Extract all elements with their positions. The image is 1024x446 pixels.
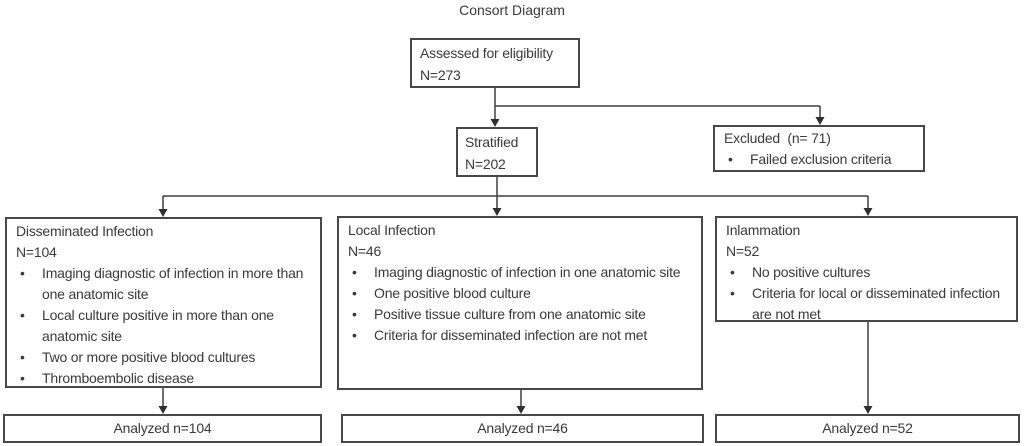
analyzed-disseminated-label: Analyzed n=104 <box>113 420 212 436</box>
analyzed-local-box: Analyzed n=46 <box>341 414 704 443</box>
bullet-icon: • <box>20 370 25 386</box>
bullet-icon: • <box>20 349 25 365</box>
stratified-n: N=202 <box>465 156 506 172</box>
arm-local-n: N=46 <box>348 243 382 259</box>
analyzed-inflammation-box: Analyzed n=52 <box>715 414 1020 443</box>
criteria-item: • Two or more positive blood cultures <box>16 347 316 368</box>
arm-disseminated-box: Disseminated Infection N=104 • Imaging d… <box>5 217 322 388</box>
criteria-item: • Criteria for disseminated infection ar… <box>348 325 697 346</box>
page-title: Consort Diagram <box>459 2 565 18</box>
arm-inflammation-n: N=52 <box>726 243 760 259</box>
bullet-icon: • <box>352 306 357 322</box>
arm-local-box: Local Infection N=46 • Imaging diagnosti… <box>337 216 703 390</box>
analyzed-inflammation-label: Analyzed n=52 <box>822 420 913 436</box>
criteria-item: • One positive blood culture <box>348 283 697 304</box>
assessed-box: Assessed for eligibility N=273 <box>410 38 580 88</box>
bullet-icon: • <box>730 264 735 280</box>
bullet-icon: • <box>20 265 25 281</box>
arm-local-label: Local Infection <box>348 222 436 238</box>
excluded-box: Excluded (n= 71) • Failed exclusion crit… <box>713 125 925 172</box>
analyzed-disseminated-box: Analyzed n=104 <box>3 414 322 443</box>
criteria-item: • Thromboembolic disease <box>16 368 316 389</box>
bullet-icon: • <box>20 307 25 323</box>
bullet-icon: • <box>352 285 357 301</box>
arm-inflammation-box: Inlammation N=52 • No positive cultures … <box>715 216 1018 322</box>
analyzed-local-label: Analyzed n=46 <box>477 420 568 436</box>
assessed-n: N=273 <box>420 67 461 83</box>
bullet-icon: • <box>352 264 357 280</box>
criteria-item: • Criteria for local or disseminated inf… <box>726 283 1012 325</box>
excluded-reason: • Failed exclusion criteria <box>724 149 921 170</box>
criteria-item: • Imaging diagnostic of infection in one… <box>348 262 697 283</box>
criteria-item: • No positive cultures <box>726 262 1012 283</box>
stratified-box: Stratified N=202 <box>456 127 538 177</box>
arm-disseminated-label: Disseminated Infection <box>16 223 154 239</box>
criteria-item: • Positive tissue culture from one anato… <box>348 304 697 325</box>
stratified-label: Stratified <box>465 134 519 150</box>
bullet-icon: • <box>352 327 357 343</box>
assessed-label: Assessed for eligibility <box>420 45 553 61</box>
criteria-item: • Imaging diagnostic of infection in mor… <box>16 263 316 305</box>
criteria-item: • Local culture positive in more than on… <box>16 305 316 347</box>
arm-inflammation-label: Inlammation <box>726 222 801 238</box>
arm-disseminated-n: N=104 <box>16 244 57 260</box>
bullet-icon: • <box>728 151 733 167</box>
bullet-icon: • <box>730 285 735 301</box>
excluded-label: Excluded (n= 71) <box>724 130 831 146</box>
